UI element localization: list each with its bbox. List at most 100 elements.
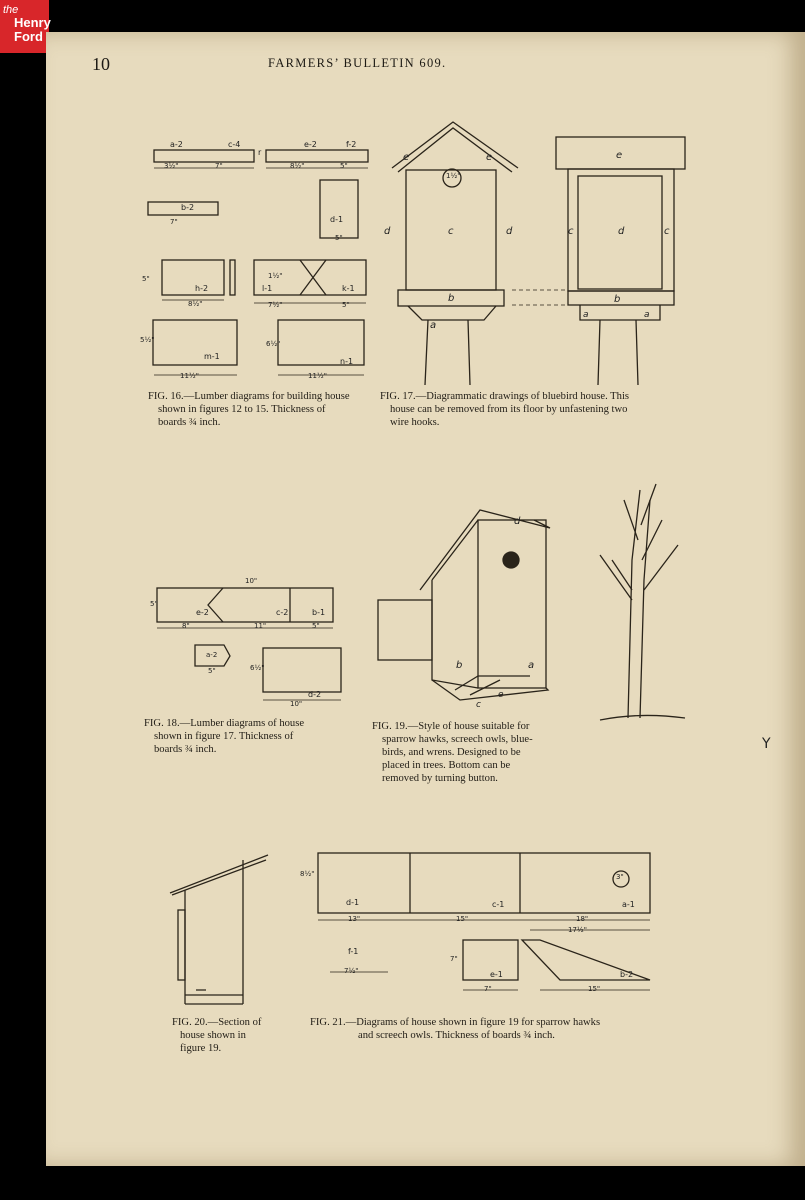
label: 8½" xyxy=(300,870,315,878)
label: 17½" xyxy=(568,926,587,934)
page-number: 10 xyxy=(92,54,110,74)
label: 5" xyxy=(150,600,158,608)
label: d xyxy=(506,226,513,237)
caption-line: wire hooks. xyxy=(390,417,440,428)
label: b-2 xyxy=(620,970,634,979)
label: 5" xyxy=(312,622,320,630)
label: n-1 xyxy=(340,357,354,366)
label: e xyxy=(403,152,410,163)
label: r xyxy=(258,148,262,157)
label: 7" xyxy=(215,162,223,170)
label: b xyxy=(614,294,621,305)
label: c xyxy=(568,226,574,237)
label: k-1 xyxy=(342,284,355,293)
running-title: FARMERS’ BULLETIN 609. xyxy=(268,56,447,70)
label: d xyxy=(384,226,391,237)
label: l-1 xyxy=(262,284,273,293)
label: 5" xyxy=(208,667,216,675)
label: 1½" xyxy=(268,272,283,280)
label: c xyxy=(448,226,454,237)
caption-fig21: FIG. 21.—Diagrams of house shown in figu… xyxy=(310,1016,660,1042)
label: a xyxy=(430,320,437,331)
label: 5" xyxy=(142,275,150,283)
caption-line: FIG. 18.—Lumber diagrams of house xyxy=(144,718,305,729)
label: d-1 xyxy=(346,898,360,907)
caption-line: FIG. 19.—Style of house suitable for xyxy=(372,721,530,732)
fig19-sparrow-hawk-house xyxy=(377,509,551,701)
label: 3" xyxy=(616,873,624,881)
label: 13" xyxy=(348,915,361,923)
label: 5" xyxy=(342,301,350,309)
label: 3½" xyxy=(164,162,179,170)
fig18-lumber-diagrams xyxy=(156,587,342,701)
label: f-2 xyxy=(346,140,357,149)
label: b xyxy=(456,660,463,671)
label: a-2 xyxy=(170,140,183,149)
label: 5" xyxy=(340,162,348,170)
label: c xyxy=(664,226,670,237)
margin-mark: Y xyxy=(762,736,771,752)
label: 6½" xyxy=(250,664,265,672)
label: c-1 xyxy=(492,900,505,909)
label: 15" xyxy=(456,915,469,923)
label: 1½" xyxy=(446,172,461,180)
label: f-1 xyxy=(348,947,359,956)
caption-line: and screech owls. Thickness of boards ¾ … xyxy=(358,1030,555,1041)
caption-line: FIG. 17.—Diagrammatic drawings of bluebi… xyxy=(380,391,630,402)
label: b-1 xyxy=(312,608,326,617)
label: c xyxy=(476,700,481,710)
label: e xyxy=(486,152,493,163)
caption-line: placed in trees. Bottom can be xyxy=(382,760,511,771)
caption-fig16: FIG. 16.—Lumber diagrams for building ho… xyxy=(148,390,378,429)
label: d xyxy=(618,226,625,237)
label: 10" xyxy=(290,700,303,708)
label: c-4 xyxy=(228,140,241,149)
caption-line: shown in figures 12 to 15. Thickness of xyxy=(158,404,326,415)
logo-text-henry: Henry xyxy=(14,15,51,30)
label: e-2 xyxy=(304,140,317,149)
henry-ford-logo: the Henry Ford xyxy=(0,0,51,53)
label: b xyxy=(448,293,455,304)
logo-text-ford: Ford xyxy=(14,29,43,44)
fig21-lumber-diagrams xyxy=(317,852,651,991)
label: h-2 xyxy=(195,284,209,293)
caption-line: shown in figure 17. Thickness of xyxy=(154,731,294,742)
label: 11½" xyxy=(180,372,199,380)
fig20-section-drawing xyxy=(169,854,269,1005)
label: d-2 xyxy=(308,690,322,699)
caption-fig20: FIG. 20.—Section of house shown in figur… xyxy=(172,1016,292,1055)
label: c-2 xyxy=(276,608,289,617)
caption-line: sparrow hawks, screech owls, blue- xyxy=(382,734,533,745)
book-page xyxy=(46,32,805,1166)
label: 7" xyxy=(450,955,458,963)
label: 5" xyxy=(335,234,343,242)
label: e-1 xyxy=(490,970,503,979)
fig16-lumber-diagrams xyxy=(147,149,369,376)
label: 18" xyxy=(576,915,589,923)
label: 8½" xyxy=(290,162,305,170)
caption-line: FIG. 16.—Lumber diagrams for building ho… xyxy=(148,391,350,402)
caption-line: boards ¾ inch. xyxy=(154,744,217,755)
caption-fig19: FIG. 19.—Style of house suitable for spa… xyxy=(372,720,572,785)
label: 8½" xyxy=(188,300,203,308)
label: 7" xyxy=(484,985,492,993)
label: d xyxy=(514,516,521,527)
label: a xyxy=(583,310,589,320)
label: b-2 xyxy=(181,203,195,212)
label: 6½" xyxy=(266,340,281,348)
label: a xyxy=(528,660,535,671)
caption-line: FIG. 21.—Diagrams of house shown in figu… xyxy=(310,1017,601,1028)
caption-line: removed by turning button. xyxy=(382,773,498,784)
label: 7" xyxy=(170,218,178,226)
label: 5½" xyxy=(140,336,155,344)
caption-line: birds, and wrens. Designed to be xyxy=(382,747,521,758)
caption-fig17: FIG. 17.—Diagrammatic drawings of bluebi… xyxy=(380,390,690,429)
label: 11½" xyxy=(308,372,327,380)
label: a-2 xyxy=(206,651,218,659)
label: m-1 xyxy=(204,352,220,361)
label: 15" xyxy=(588,985,601,993)
label: a xyxy=(644,310,650,320)
label: e-2 xyxy=(196,608,209,617)
fig17-bluebird-house xyxy=(391,121,686,386)
